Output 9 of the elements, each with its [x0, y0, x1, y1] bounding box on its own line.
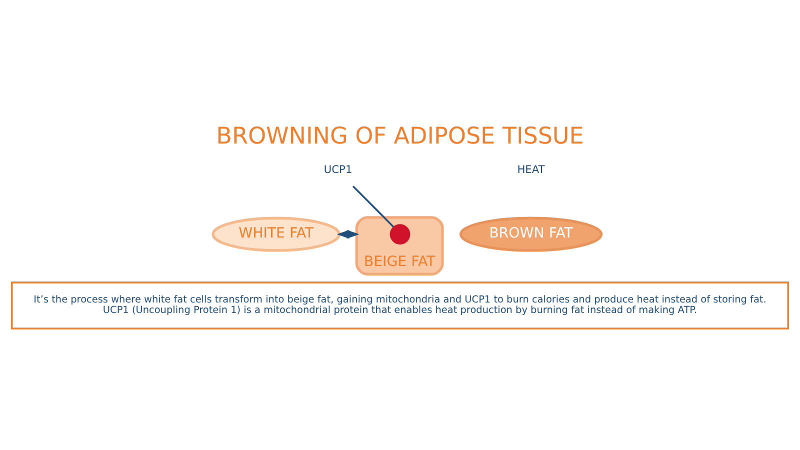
label: HEAT: [517, 162, 545, 176]
node-ellipse: WHITE FAT: [212, 216, 341, 252]
node-ellipse: BROWN FAT: [459, 216, 603, 252]
node-text: UCP1: [324, 162, 352, 176]
cluster: BEIGE FAT: [355, 216, 444, 276]
node-box: It’s the process where white fat cells transform into beige fat, gaining mitochondria and UCP1 to burn calories and produce heat instead of storing fat. UCP1 (Uncoupling Protein 1) is a mitochondrial protein that enables heat production by burning fat instead of making ATP.: [10, 282, 790, 330]
diagram-title: BROWNING OF ADIPOSE TISSUE: [216, 123, 584, 150]
node-circle: [390, 224, 410, 244]
connector: [352, 186, 394, 228]
